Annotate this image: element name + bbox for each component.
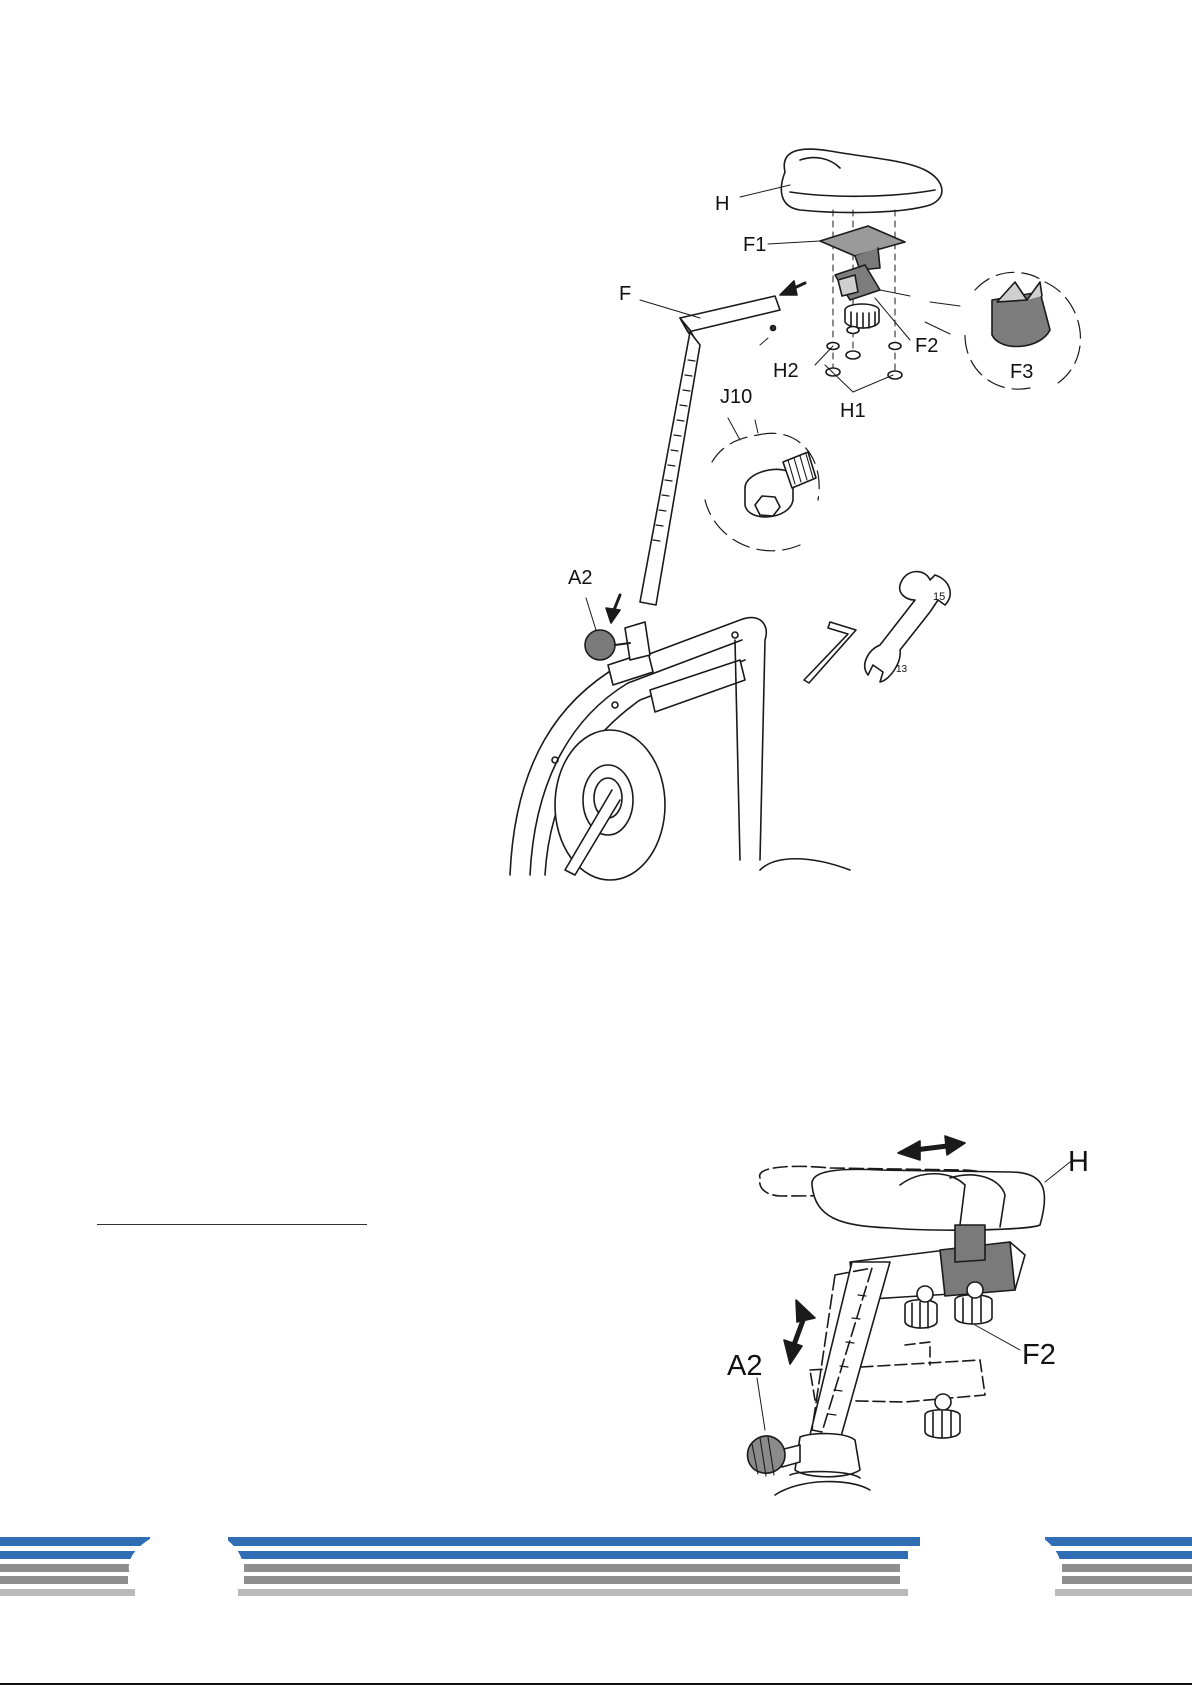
label-J10: J10	[720, 386, 752, 408]
label-H: H	[715, 193, 729, 215]
washers-nuts-part	[826, 327, 902, 380]
wrench-size-bottom: 13	[896, 664, 908, 675]
label-F1: F1	[743, 234, 766, 256]
label-F2-adjust: F2	[1022, 1339, 1056, 1371]
label-A2: A2	[568, 567, 592, 589]
label-F2: F2	[915, 335, 938, 357]
figure1-labels: H F1 F F2 F3 H2 H1 J10 A2	[568, 193, 1033, 589]
horizontal-adjust-arrow	[898, 1136, 965, 1160]
label-F3: F3	[1010, 361, 1033, 383]
label-H2: H2	[773, 360, 799, 382]
label-F: F	[619, 283, 631, 305]
slider-insert-detail	[880, 272, 1080, 389]
tools: 15 13	[804, 572, 950, 683]
figure-seat-exploded: 15 13	[510, 149, 1080, 880]
label-A2-adjust: A2	[727, 1350, 762, 1382]
seat-slider-part	[835, 265, 880, 328]
seat-post-adjust	[784, 1262, 890, 1440]
footer-decorative-bands	[0, 1536, 1192, 1598]
wrench-size-top: 15	[933, 591, 945, 603]
seat-post-part	[640, 281, 805, 605]
text-underline-rule	[97, 1224, 367, 1225]
label-H-adjust: H	[1068, 1146, 1089, 1178]
label-H1: H1	[840, 400, 866, 422]
bike-frame-part	[510, 595, 850, 880]
saddle-part	[781, 149, 942, 212]
bolt-detail	[705, 338, 819, 551]
saddle-part-adjust	[760, 1162, 1070, 1230]
figure-seat-adjustment	[748, 1136, 1071, 1495]
